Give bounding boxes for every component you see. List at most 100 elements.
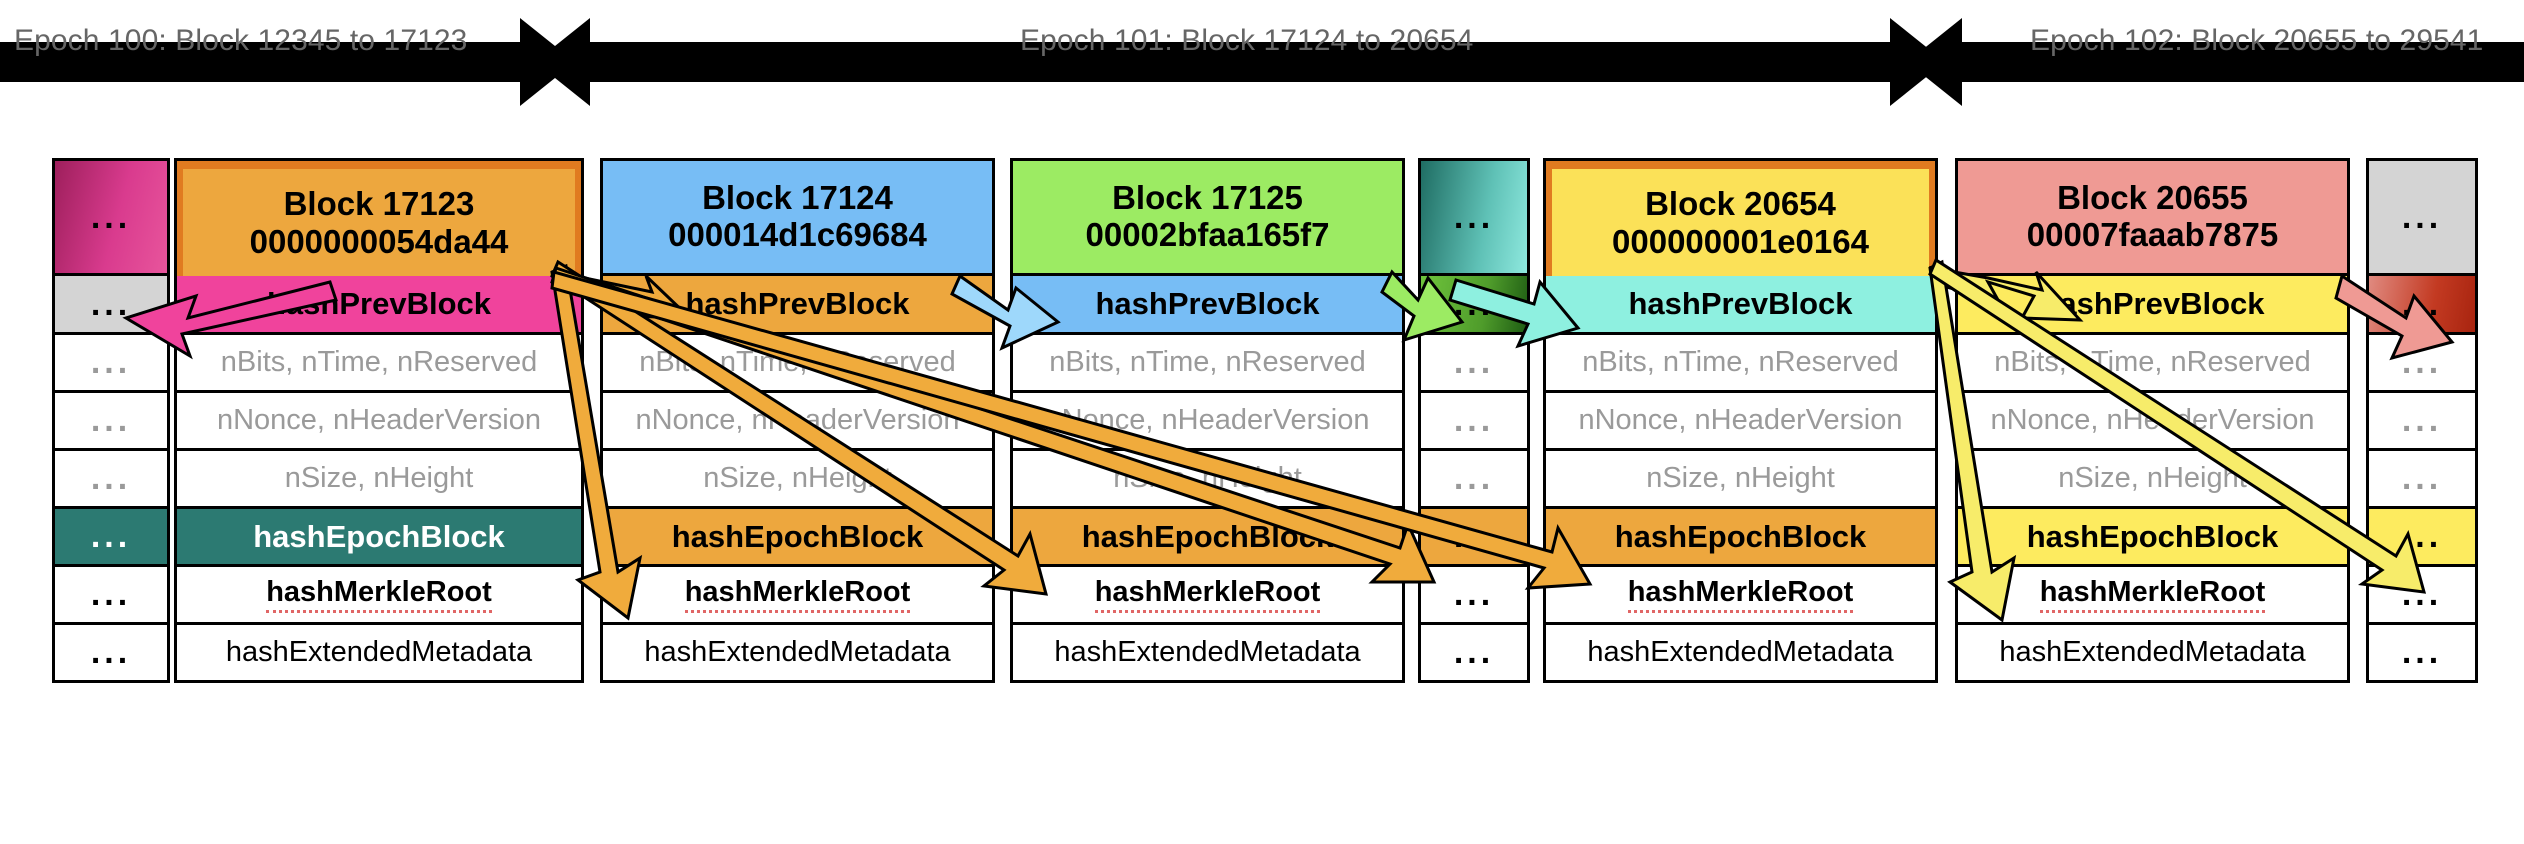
block-20655-hashmerkleroot: hashMerkleRoot bbox=[1955, 567, 2350, 625]
block-17124-nsize: nSize, nHeight bbox=[600, 451, 995, 509]
ellipsis-right-hashprevblock: ... bbox=[2366, 276, 2478, 335]
ellipsis-right-nnonce: ... bbox=[2366, 393, 2478, 451]
block-17125-nnonce: nNonce, nHeaderVersion bbox=[1010, 393, 1405, 451]
row-label: hashExtendedMetadata bbox=[225, 636, 533, 668]
block-17124-hashmerkleroot: hashMerkleRoot bbox=[600, 567, 995, 625]
ellipsis-mid-nbits: ... bbox=[1418, 335, 1530, 393]
ellipsis-left-hashprevblock: ... bbox=[52, 276, 170, 335]
row-label: hashEpochBlock bbox=[671, 518, 924, 554]
row-label: hashMerkleRoot bbox=[266, 576, 492, 613]
ellipsis-dots: ... bbox=[90, 197, 132, 236]
block-20654-hashprevblock: hashPrevBlock bbox=[1543, 276, 1938, 335]
block-17125-hashextendedmetadata: hashExtendedMetadata bbox=[1010, 625, 1405, 683]
block-17124-hashepochblock: hashEpochBlock bbox=[600, 509, 995, 567]
row-label: nNonce, nHeaderVersion bbox=[1045, 404, 1370, 436]
column-block-17125: Block 17125 00002bfaa165f7 hashPrevBlock… bbox=[1010, 158, 1405, 683]
block-20655-nbits: nBits, nTime, nReserved bbox=[1955, 335, 2350, 393]
block-20655-nnonce: nNonce, nHeaderVersion bbox=[1955, 393, 2350, 451]
ellipsis-dots: ... bbox=[1453, 197, 1495, 236]
ellipsis-mid-hashprevblock: ... bbox=[1418, 276, 1530, 335]
block-title: Block 20655 bbox=[2057, 179, 2248, 217]
ellipsis-dots: ... bbox=[2401, 633, 2443, 671]
ellipsis-right-header: ... bbox=[2366, 158, 2478, 276]
block-17123-hashepochblock: hashEpochBlock bbox=[174, 509, 584, 567]
ellipsis-left-nbits: ... bbox=[52, 335, 170, 393]
block-17123-hashmerkleroot: hashMerkleRoot bbox=[174, 567, 584, 625]
epoch-label-101: Epoch 101: Block 17124 to 20654 bbox=[1020, 24, 1474, 57]
ellipsis-dots: ... bbox=[1453, 343, 1495, 381]
block-20654-nbits: nBits, nTime, nReserved bbox=[1543, 335, 1938, 393]
row-label: nNonce, nHeaderVersion bbox=[1578, 404, 1903, 436]
ellipsis-right-hashmerkleroot: ... bbox=[2366, 567, 2478, 625]
ellipsis-dots: ... bbox=[90, 284, 132, 323]
ellipsis-right-hashextendedmetadata: ... bbox=[2366, 625, 2478, 683]
ellipsis-mid-header: ... bbox=[1418, 158, 1530, 276]
block-17125-hashmerkleroot: hashMerkleRoot bbox=[1010, 567, 1405, 625]
column-block-20654: Block 20654 000000001e0164 hashPrevBlock… bbox=[1543, 158, 1938, 683]
row-label: hashExtendedMetadata bbox=[1054, 636, 1361, 668]
row-label: hashPrevBlock bbox=[1628, 286, 1853, 321]
block-title: Block 17123 bbox=[283, 184, 475, 222]
ellipsis-right-nbits: ... bbox=[2366, 335, 2478, 393]
epoch-label-100: Epoch 100: Block 12345 to 17123 bbox=[14, 24, 468, 57]
row-label: nNonce, nHeaderVersion bbox=[216, 404, 542, 436]
row-label: nSize, nHeight bbox=[1113, 462, 1302, 494]
epoch-label-102: Epoch 102: Block 20655 to 29541 bbox=[2030, 24, 2484, 57]
block-hash: 0000000054da44 bbox=[249, 222, 509, 260]
ellipsis-dots: ... bbox=[90, 343, 132, 381]
ellipsis-right-nsize: ... bbox=[2366, 451, 2478, 509]
row-label: hashEpochBlock bbox=[1614, 518, 1867, 554]
row-label: nBits, nTime, nReserved bbox=[220, 346, 538, 378]
epoch-arrows-svg bbox=[0, 18, 2524, 106]
ellipsis-dots: ... bbox=[1453, 575, 1495, 613]
ellipsis-left-hashmerkleroot: ... bbox=[52, 567, 170, 625]
block-17123-nbits: nBits, nTime, nReserved bbox=[174, 335, 584, 393]
ellipsis-mid-hashepochblock: ... bbox=[1418, 509, 1530, 567]
ellipsis-right-hashepochblock: ... bbox=[2366, 509, 2478, 567]
ellipsis-mid-nsize: ... bbox=[1418, 451, 1530, 509]
block-hash: 00002bfaa165f7 bbox=[1085, 216, 1330, 253]
block-17123-nnonce: nNonce, nHeaderVersion bbox=[174, 393, 584, 451]
row-label: nSize, nHeight bbox=[1646, 462, 1835, 494]
row-label: hashMerkleRoot bbox=[1627, 576, 1854, 613]
row-label: nBits, nTime, nReserved bbox=[1049, 346, 1366, 378]
block-17123-header: Block 17123 0000000054da44 bbox=[174, 158, 584, 276]
ellipsis-left-nsize: ... bbox=[52, 451, 170, 509]
block-17125-hashepochblock: hashEpochBlock bbox=[1010, 509, 1405, 567]
ellipsis-dots: ... bbox=[1453, 633, 1495, 671]
column-block-17124: Block 17124 000014d1c69684 hashPrevBlock… bbox=[600, 158, 995, 683]
block-20655-hashepochblock: hashEpochBlock bbox=[1955, 509, 2350, 567]
ellipsis-dots: ... bbox=[1453, 459, 1495, 497]
block-20654-hashmerkleroot: hashMerkleRoot bbox=[1543, 567, 1938, 625]
ellipsis-dots: ... bbox=[2401, 459, 2443, 497]
row-label: hashPrevBlock bbox=[1095, 286, 1320, 321]
block-17123-nsize: nSize, nHeight bbox=[174, 451, 584, 509]
ellipsis-dots: ... bbox=[2401, 197, 2443, 236]
row-label: nNonce, nHeaderVersion bbox=[635, 404, 960, 436]
row-label: nNonce, nHeaderVersion bbox=[1990, 404, 2315, 436]
block-20655-nsize: nSize, nHeight bbox=[1955, 451, 2350, 509]
ellipsis-dots: ... bbox=[90, 401, 132, 439]
block-20655-hashprevblock: hashPrevBlock bbox=[1955, 276, 2350, 335]
row-label: hashEpochBlock bbox=[1081, 518, 1334, 554]
block-17125-nbits: nBits, nTime, nReserved bbox=[1010, 335, 1405, 393]
block-20654-hashepochblock: hashEpochBlock bbox=[1543, 509, 1938, 567]
row-label: nSize, nHeight bbox=[2058, 462, 2247, 494]
row-label: hashPrevBlock bbox=[2040, 286, 2265, 321]
block-20654-header: Block 20654 000000001e0164 bbox=[1543, 158, 1938, 276]
block-20655-header: Block 20655 00007faaab7875 bbox=[1955, 158, 2350, 276]
ellipsis-dots: ... bbox=[1453, 401, 1495, 439]
row-label: hashExtendedMetadata bbox=[644, 636, 951, 668]
block-title: Block 17125 bbox=[1112, 179, 1303, 217]
row-label: hashPrevBlock bbox=[267, 286, 491, 321]
ellipsis-left-nnonce: ... bbox=[52, 393, 170, 451]
row-label: hashExtendedMetadata bbox=[1999, 636, 2306, 668]
ellipsis-left-hashextendedmetadata: ... bbox=[52, 625, 170, 683]
block-17124-header: Block 17124 000014d1c69684 bbox=[600, 158, 995, 276]
block-17125-nsize: nSize, nHeight bbox=[1010, 451, 1405, 509]
row-label: nSize, nHeight bbox=[284, 462, 474, 494]
column-block-17123: Block 17123 0000000054da44 hashPrevBlock… bbox=[174, 158, 584, 683]
block-hash: 000014d1c69684 bbox=[668, 216, 927, 253]
row-label: nSize, nHeight bbox=[703, 462, 892, 494]
